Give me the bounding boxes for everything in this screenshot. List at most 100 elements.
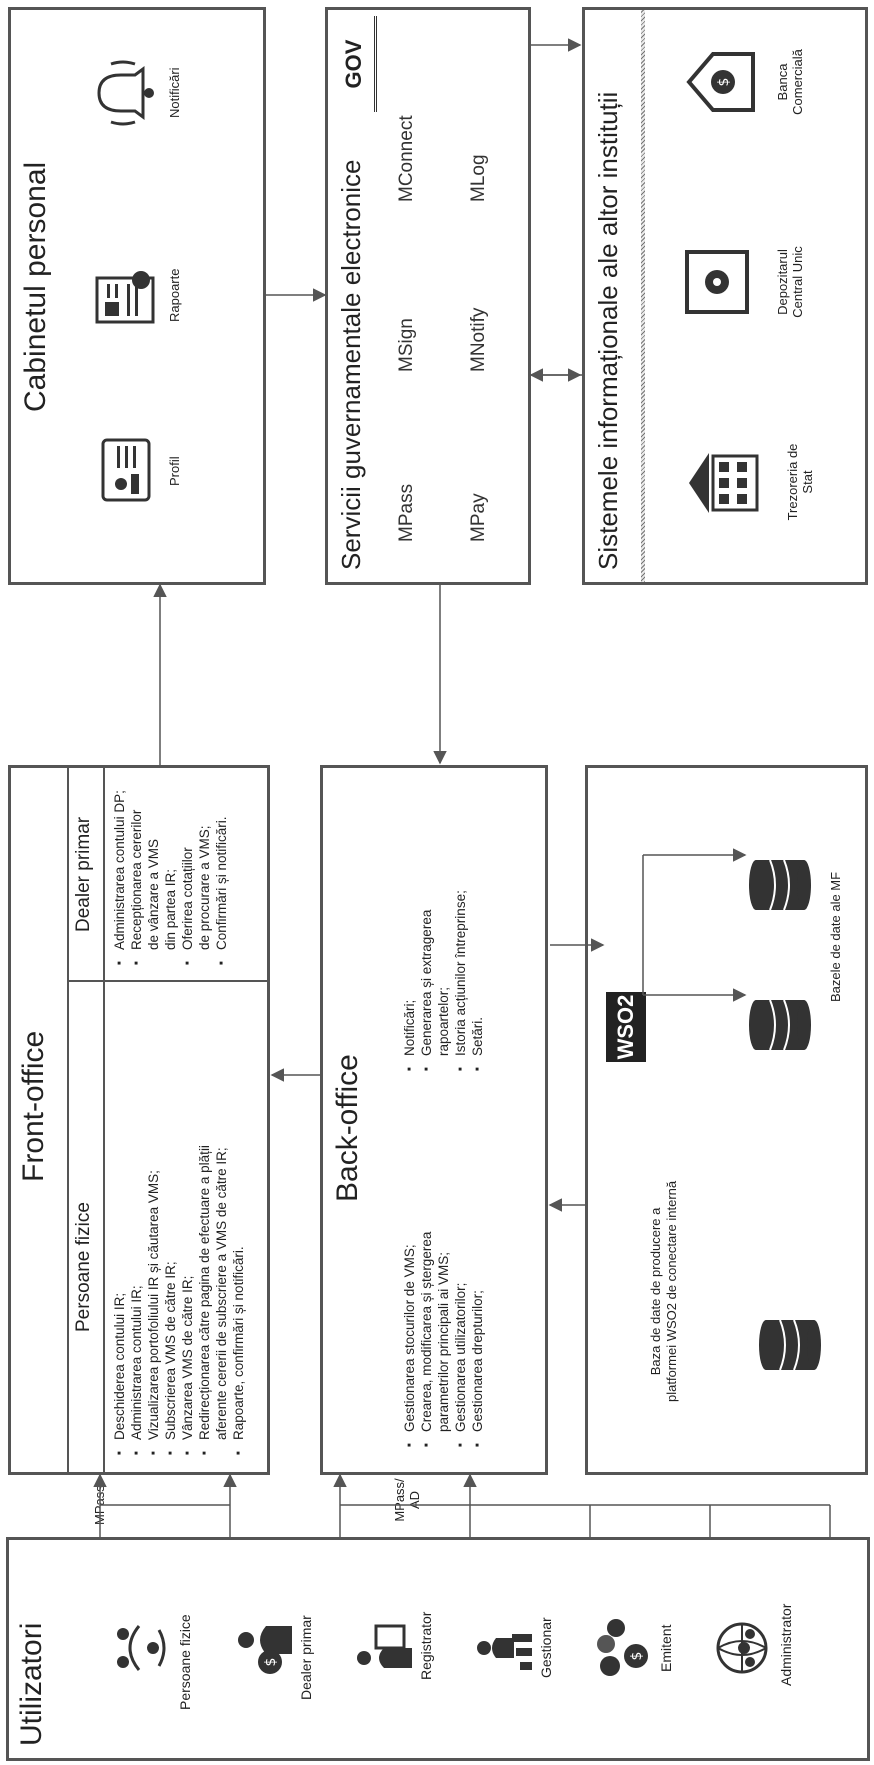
user-persoane-fizice: Persoane fizice: [109, 1550, 219, 1740]
wso2-db-label: Baza de date de producere a platformei W…: [648, 1181, 680, 1402]
list-item: Gestionarea utilizatorilor;: [452, 1102, 469, 1432]
registrar-icon: [357, 1624, 412, 1668]
list-item: Administrarea contului IR;: [128, 970, 145, 1440]
service-msign: MSign: [396, 318, 417, 372]
back-office-title: Back-office: [331, 1054, 364, 1202]
manager-chart-icon: [477, 1634, 532, 1670]
user-label: Gestionar: [538, 1617, 554, 1678]
divider: [67, 768, 69, 1472]
user-label: Persoane fizice: [177, 1614, 193, 1710]
rapoarte-item: Rapoarte: [81, 242, 211, 352]
list-item: Generarea și extragerea: [418, 766, 435, 1056]
report-document-icon: [95, 271, 155, 324]
user-label: Emitent: [658, 1624, 674, 1672]
bank-house-icon: $: [686, 52, 755, 112]
list-item: Vânzarea VMS de către IR;: [179, 970, 196, 1440]
users-title: Utilizatori: [15, 1622, 48, 1746]
profile-card-icon: [101, 438, 151, 502]
cabinet-box: Cabinetul personal Profil Rapoarte: [8, 7, 266, 585]
wso2-db-label-line: Baza de date de producere a: [648, 1207, 663, 1376]
svg-text:$: $: [629, 1652, 645, 1661]
list-item: Gestionarea stocurilor de VMS;: [401, 1102, 418, 1432]
issuer-coins-icon: $: [597, 1619, 648, 1676]
other-title: Sistemele informaționale ale altor insti…: [593, 91, 623, 570]
admin-globe-icon: [716, 1622, 768, 1674]
list-item: Gestionarea drepturilor;: [469, 1102, 486, 1432]
database-icon: [749, 999, 811, 1051]
user-label: Dealer primar: [298, 1615, 314, 1700]
list-item: Redirecționarea către pagina de efectuar…: [196, 970, 213, 1440]
service-mlog: MLog: [468, 154, 489, 202]
gov-logo: GOV: [334, 16, 377, 112]
depository-safe-icon: [685, 250, 749, 314]
back-office-box: Back-office Gestionarea stocurilor de VM…: [320, 765, 548, 1475]
list-item: Crearea, modificarea și ștergerea: [418, 1102, 435, 1432]
treasury-building-icon: [689, 453, 759, 513]
service-mpay: MPay: [468, 493, 489, 542]
wso2-label: WSO2: [613, 994, 638, 1060]
user-dealer-primar: $ Dealer primar: [234, 1550, 334, 1740]
svg-text:$: $: [716, 78, 732, 87]
persoane-fizice-heading: Persoane fizice: [73, 1202, 94, 1332]
database-icon: [749, 859, 811, 911]
auth-mpass-label: MPass: [92, 1485, 107, 1525]
list-item: Confirmări și notificări.: [213, 750, 230, 950]
list-item: Recepționarea cererilor: [128, 750, 145, 950]
list-item-continuation: aferente cererii de subscriere a VMS de …: [214, 1147, 229, 1440]
back-office-list-1: Gestionarea stocurilor de VMS; Crearea, …: [401, 1102, 486, 1448]
user-administrator: Administrator: [714, 1550, 814, 1740]
persoane-fizice-list: Deschiderea contului IR; Administrarea c…: [111, 970, 247, 1456]
trezoreria-item: Trezoreria de Stat: [665, 412, 845, 552]
list-item: Administrarea contului DP;: [111, 750, 128, 950]
service-mpass: MPass: [396, 483, 417, 542]
list-item: Rapoarte, confirmări și notificări.: [230, 970, 247, 1440]
auth-mpass-ad-label: MPass/ AD: [392, 1478, 422, 1522]
gov-title: Servicii guvernamentale electronice: [336, 159, 366, 570]
user-label: Administrator: [778, 1603, 794, 1686]
user-gestionar: Gestionar: [474, 1550, 574, 1740]
banca-label: Banca Comercială: [775, 49, 805, 115]
list-item-continuation: rapoartelor;: [436, 986, 451, 1056]
list-item: Vizualizarea portofoliului IR și căutare…: [145, 970, 162, 1440]
service-mconnect: MConnect: [396, 115, 417, 202]
list-item: Notificări;: [401, 766, 418, 1056]
dealer-money-icon: $: [238, 1626, 292, 1674]
gov-logo-text: GOV: [341, 39, 366, 89]
rapoarte-label: Rapoarte: [167, 268, 182, 322]
database-icon: [759, 1319, 821, 1371]
list-item: Istoria acțiunilor întreprinse;: [452, 766, 469, 1056]
divider: [103, 768, 105, 1472]
depozitarul-label: Depozitarul Central Unic: [775, 246, 805, 318]
cabinet-title: Cabinetul personal: [19, 161, 52, 412]
back-office-list-2: Notificări; Generarea și extragerea rapo…: [401, 766, 486, 1072]
user-emitent: $ Emitent: [594, 1550, 694, 1740]
dealer-primar-heading: Dealer primar: [73, 816, 94, 932]
list-item: Setări.: [469, 766, 486, 1056]
list-item: Deschiderea contului IR;: [111, 970, 128, 1440]
user-registrator: Registrator: [354, 1550, 454, 1740]
other-systems-box: Sistemele informaționale ale altor insti…: [582, 7, 868, 585]
list-item: Oferirea cotațiilor: [179, 750, 196, 950]
profil-label: Profil: [167, 456, 182, 486]
mf-db-label: Bazele de date ale MF: [828, 871, 843, 1002]
notificari-item: Notificări: [71, 32, 211, 152]
gov-services-box: Servicii guvernamentale electronice GOV …: [325, 7, 531, 585]
list-item-continuation: din partea IR;: [163, 868, 178, 950]
notificari-label: Notificări: [167, 67, 182, 118]
list-item: Subscrierea VMS de către IR;: [162, 970, 179, 1440]
dealer-primar-list: Administrarea contului DP; Recepționarea…: [111, 750, 230, 966]
banca-item: $ Banca Comercială: [665, 12, 845, 152]
databases-box: Baza de date de producere a platformei W…: [585, 765, 868, 1475]
wso2-db-label-line: platformei WSO2 de conectare internă: [664, 1180, 679, 1402]
users-box: Utilizatori Persoane fizice $ Dealer pri…: [6, 1537, 870, 1761]
list-item-continuation: parametrilor principali ai VMS;: [436, 1251, 451, 1432]
profil-item: Profil: [81, 412, 211, 522]
front-office-title: Front-office: [17, 1030, 50, 1182]
separator-band: [641, 10, 645, 582]
list-item-continuation: de vânzare a VMS: [146, 838, 161, 950]
trezoreria-label: Trezoreria de Stat: [785, 443, 815, 521]
svg-text:$: $: [263, 1658, 279, 1667]
people-cycle-icon: [117, 1625, 166, 1671]
service-mnotify: MNotify: [468, 307, 489, 372]
